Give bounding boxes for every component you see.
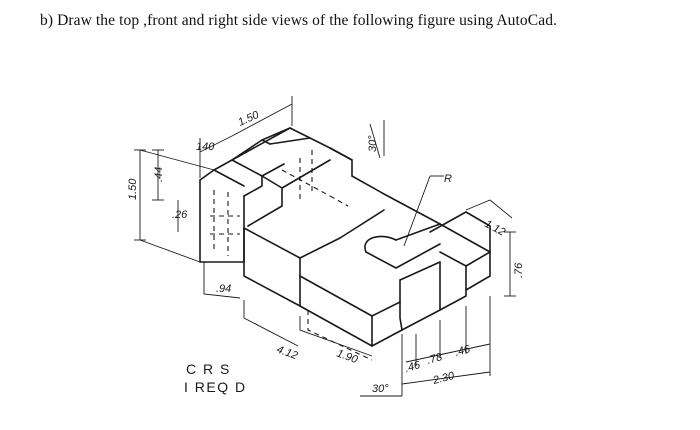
question-text: b) Draw the top ,front and right side vi… [40,12,558,29]
part-outline [199,127,491,347]
dim-140: 140 [196,141,215,153]
dim-2-30: 2.30 [431,370,457,387]
dim-0-46-right: .46 [454,343,473,359]
dim-30-top: 30° [367,135,379,152]
dimension-labels: 1.50 .44 .26 140 1.50 30° R 1.12 .76 .94… [127,109,525,395]
hidden-lines [210,150,373,361]
dimension-lines [134,96,516,397]
dim-0-78: .78 [426,351,445,367]
dim-30-bottom: 30° [372,383,389,395]
dim-1-12: 1.12 [483,218,508,239]
dim-1-50-top: 1.50 [236,109,261,129]
dim-4-12: 4.12 [275,344,299,363]
dim-0-44: .44 [153,167,165,182]
dim-0-94: .94 [216,283,231,295]
dim-0-26: .26 [172,209,188,221]
dim-radius: R [444,173,452,185]
dim-0-46-left: .46 [404,359,423,375]
note-line-1: C R S [186,361,231,377]
note-line-2: I REQ D [184,379,247,395]
dim-0-76: .76 [513,262,525,278]
dim-1-50-left: 1.50 [127,178,139,200]
